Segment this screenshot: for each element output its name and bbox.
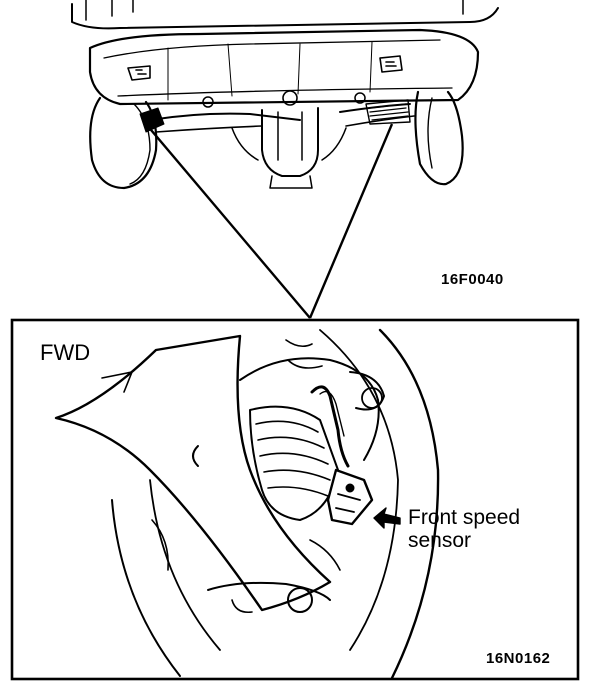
center-exhaust: [261, 107, 319, 177]
sensor-pointer-arrow: [373, 507, 401, 529]
tire-outer-arc: [378, 328, 440, 680]
callout-line-2: sensor: [408, 529, 472, 552]
detail-frame: [10, 318, 580, 681]
vehicle-underside-illustration: [71, 0, 499, 190]
detail-pointer-lines: [145, 123, 394, 319]
sensor-harness: [310, 385, 350, 468]
front-speed-sensor-callout: Front speed sensor: [408, 506, 520, 552]
detail-figure-code: 16N0162: [486, 650, 551, 667]
right-sensor-hatch: [365, 99, 411, 125]
detail-illustration: [54, 328, 440, 680]
top-figure-code: 16F0040: [441, 271, 504, 288]
engine-undercover: [88, 28, 480, 106]
fender-panel: [54, 334, 332, 612]
left-front-wheel: [89, 96, 158, 190]
callout-line-1: Front speed: [408, 506, 521, 529]
fwd-direction-label: FWD: [40, 340, 91, 365]
right-front-wheel: [414, 90, 464, 186]
